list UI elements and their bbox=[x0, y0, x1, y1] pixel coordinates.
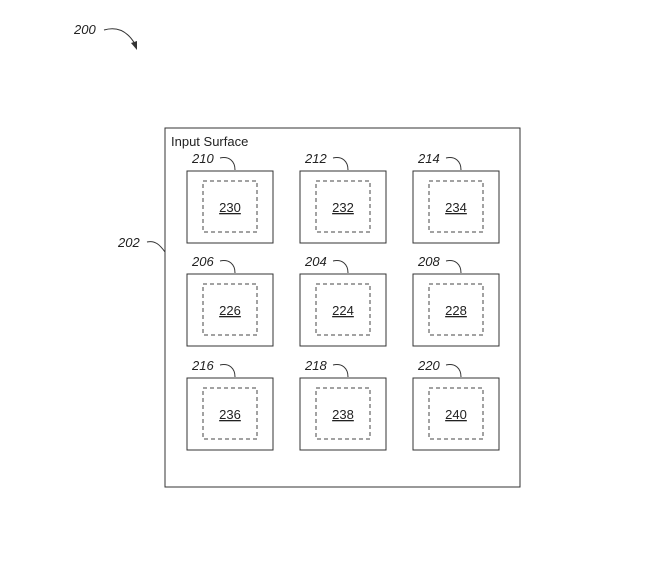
key-cell: 236 216 bbox=[186, 358, 274, 451]
sensor-dashed-box bbox=[428, 180, 484, 233]
key-ref-leader bbox=[332, 157, 349, 171]
key-ref-label: 210 bbox=[191, 151, 214, 166]
key-cell: 234 214 bbox=[412, 151, 500, 244]
key-ref-leader bbox=[445, 260, 462, 274]
key-ref-leader bbox=[332, 364, 349, 378]
key-cell: 240 220 bbox=[412, 358, 500, 451]
cell-grid: 2302102322122342142262062242042282082362… bbox=[186, 151, 500, 451]
key-cell: 224 204 bbox=[299, 254, 387, 347]
key-ref-label: 204 bbox=[304, 254, 327, 269]
key-outer-box bbox=[299, 170, 387, 244]
key-outer-box bbox=[299, 377, 387, 451]
key-ref-label: 216 bbox=[191, 358, 214, 373]
sensor-dashed-box bbox=[202, 387, 258, 440]
key-ref-label: 212 bbox=[304, 151, 327, 166]
key-ref-label: 214 bbox=[417, 151, 440, 166]
sensor-ref-label: 224 bbox=[332, 303, 354, 318]
key-ref-leader bbox=[445, 157, 462, 171]
sensor-ref-label: 226 bbox=[219, 303, 241, 318]
key-cell: 230 210 bbox=[186, 151, 274, 244]
input-surface bbox=[164, 127, 521, 488]
key-ref-leader bbox=[219, 157, 236, 171]
key-outer-box bbox=[299, 273, 387, 347]
key-ref-leader bbox=[445, 364, 462, 378]
figure-arrowhead bbox=[131, 41, 137, 50]
sensor-dashed-box bbox=[428, 387, 484, 440]
key-outer-box bbox=[412, 377, 500, 451]
figure-label: 200 bbox=[73, 22, 96, 37]
key-ref-leader bbox=[332, 260, 349, 274]
key-outer-box bbox=[186, 377, 274, 451]
sensor-dashed-box bbox=[428, 283, 484, 336]
sensor-ref-label: 238 bbox=[332, 407, 354, 422]
sensor-ref-label: 236 bbox=[219, 407, 241, 422]
input-surface-title: Input Surface bbox=[171, 134, 248, 149]
sensor-ref-label: 240 bbox=[445, 407, 467, 422]
key-outer-box bbox=[412, 170, 500, 244]
sensor-dashed-box bbox=[202, 180, 258, 233]
key-outer-box bbox=[186, 170, 274, 244]
key-ref-leader bbox=[219, 364, 236, 378]
key-outer-box bbox=[412, 273, 500, 347]
key-cell: 226 206 bbox=[186, 254, 274, 347]
surface-ref-leader bbox=[146, 241, 166, 253]
key-ref-label: 220 bbox=[417, 358, 440, 373]
sensor-ref-label: 232 bbox=[332, 200, 354, 215]
sensor-ref-label: 234 bbox=[445, 200, 467, 215]
sensor-dashed-box bbox=[315, 180, 371, 233]
key-ref-label: 206 bbox=[191, 254, 214, 269]
sensor-ref-label: 228 bbox=[445, 303, 467, 318]
key-ref-label: 208 bbox=[417, 254, 440, 269]
key-ref-leader bbox=[219, 260, 236, 274]
sensor-dashed-box bbox=[202, 283, 258, 336]
sensor-dashed-box bbox=[315, 387, 371, 440]
key-outer-box bbox=[186, 273, 274, 347]
surface-ref-label: 202 bbox=[117, 235, 140, 250]
key-cell: 238 218 bbox=[299, 358, 387, 451]
key-cell: 228 208 bbox=[412, 254, 500, 347]
figure-arrow bbox=[103, 28, 136, 45]
key-ref-label: 218 bbox=[304, 358, 327, 373]
sensor-dashed-box bbox=[315, 283, 371, 336]
sensor-ref-label: 230 bbox=[219, 200, 241, 215]
key-cell: 232 212 bbox=[299, 151, 387, 244]
